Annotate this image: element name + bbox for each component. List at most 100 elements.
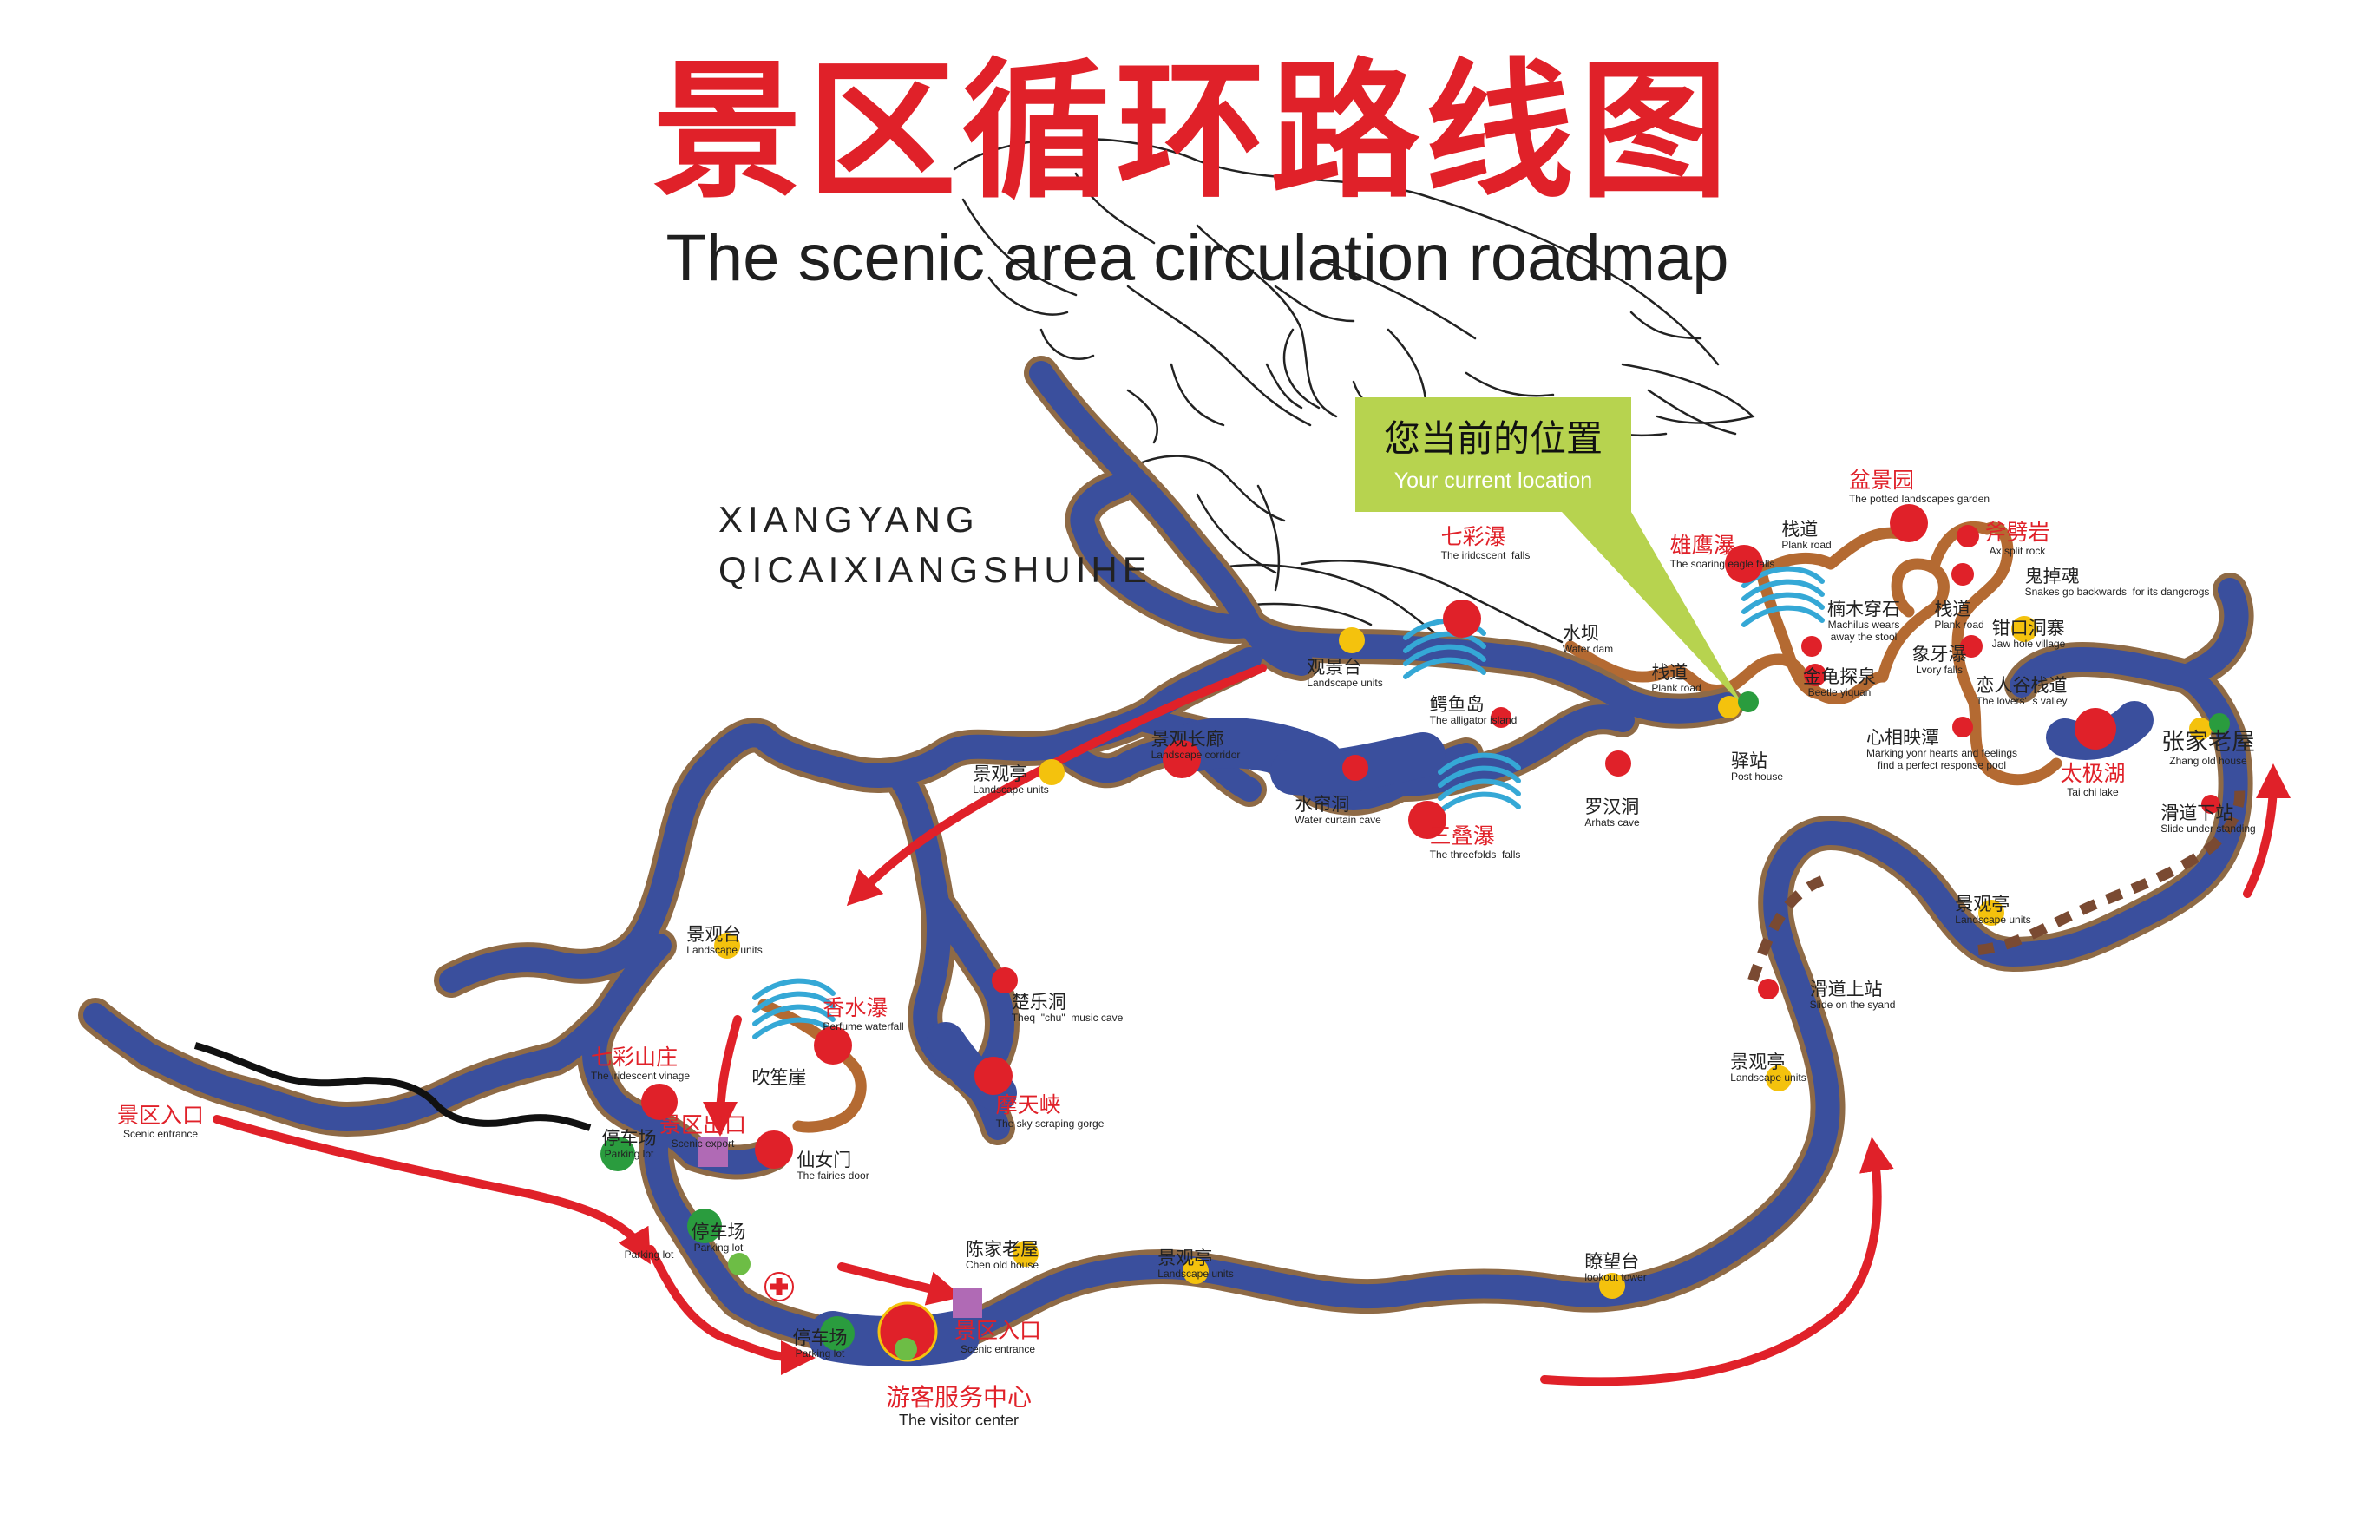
iridescent-village-marker[interactable] bbox=[641, 1084, 678, 1120]
landscape-units-3-marker[interactable] bbox=[1339, 627, 1365, 653]
beetle-yiquan-name-cn: 金龟探泉 bbox=[1803, 666, 1876, 687]
soaring-eagle-falls-marker[interactable] bbox=[1725, 545, 1763, 583]
visitor-center-marker-2[interactable] bbox=[895, 1338, 917, 1360]
water-curtain-cave-marker[interactable] bbox=[1342, 755, 1368, 781]
zhang-old-house-marker[interactable] bbox=[2189, 718, 2212, 740]
alligator-island-marker[interactable] bbox=[1491, 707, 1511, 728]
landscape-units-2-marker[interactable] bbox=[1039, 759, 1065, 785]
landscape-units-6-marker[interactable] bbox=[1183, 1258, 1209, 1284]
potted-landscapes-garden-marker[interactable] bbox=[1890, 504, 1928, 542]
landscape-units-4-marker[interactable] bbox=[1978, 900, 2004, 926]
arhats-cave-marker[interactable] bbox=[1605, 750, 1631, 777]
threefolds-falls-marker[interactable] bbox=[1408, 801, 1446, 839]
plank-road-3-name-cn: 栈道 bbox=[1934, 599, 1971, 619]
water-curtain-cave-name-en: Water curtain cave bbox=[1295, 814, 1381, 827]
slide-under-standing-marker[interactable] bbox=[2201, 795, 2220, 814]
route-arrows bbox=[213, 664, 2291, 1386]
iridescent-falls-marker[interactable] bbox=[1443, 600, 1481, 638]
landscape-corridor-marker[interactable] bbox=[1163, 740, 1201, 778]
ivory-falls-marker[interactable] bbox=[1960, 635, 1983, 658]
taichi-lake-marker[interactable] bbox=[2075, 708, 2116, 750]
jaw-hole-village-marker[interactable] bbox=[2011, 616, 2037, 642]
slide-on-the-syand-marker[interactable] bbox=[1758, 979, 1779, 999]
zhang-old-house-marker-2[interactable] bbox=[2209, 713, 2230, 734]
scenic-export-marker[interactable] bbox=[698, 1137, 728, 1167]
threefolds-falls-name-cn: 三叠瀑 bbox=[1429, 823, 1495, 849]
parking-lot-4-marker[interactable] bbox=[820, 1316, 855, 1351]
parking-lot-3-label[interactable]: Parking lot bbox=[625, 1248, 674, 1261]
heart-pool-marker[interactable] bbox=[1952, 717, 1973, 737]
parking-lot-3-marker[interactable] bbox=[728, 1253, 751, 1275]
post-house-name-cn: 驿站 bbox=[1730, 750, 1767, 771]
landscape-corridor-name-cn: 景观长廊 bbox=[1151, 729, 1224, 750]
chuisheng-cliff-label[interactable]: 吹笙崖 bbox=[752, 1067, 807, 1088]
post-house-marker-2[interactable] bbox=[1738, 691, 1759, 712]
perfume-waterfall-marker[interactable] bbox=[814, 1026, 852, 1065]
landscape-units-2-name-en: Landscape units bbox=[973, 783, 1049, 796]
ax-split-rock-marker[interactable] bbox=[1957, 525, 1979, 547]
visitor-center-marker[interactable] bbox=[877, 1301, 938, 1362]
sky-scraping-gorge-name-cn: 摩天峡 bbox=[995, 1092, 1061, 1117]
lookout-tower-marker[interactable] bbox=[1599, 1273, 1625, 1299]
chen-old-house-marker[interactable] bbox=[1013, 1241, 1039, 1267]
post-house-marker[interactable] bbox=[1718, 696, 1741, 718]
landscape-units-1-marker[interactable] bbox=[714, 933, 740, 959]
parking-lot-1-marker[interactable] bbox=[600, 1137, 635, 1171]
parking-lot-2-marker[interactable] bbox=[687, 1209, 722, 1243]
landscape-units-5-marker[interactable] bbox=[1766, 1065, 1792, 1091]
beetle-yiquan-marker[interactable] bbox=[1804, 664, 1826, 686]
fairies-door-marker[interactable] bbox=[755, 1130, 793, 1169]
lookout-tower-name-en: lookout tower bbox=[1584, 1271, 1647, 1284]
machilus-stool-marker[interactable] bbox=[1801, 636, 1822, 657]
sky-scraping-gorge-marker[interactable] bbox=[974, 1057, 1013, 1095]
snakes-go-backwards-marker[interactable] bbox=[1951, 563, 1974, 586]
chu-music-cave-marker[interactable] bbox=[992, 967, 1018, 993]
scenic-entrance-main-marker[interactable] bbox=[953, 1288, 982, 1318]
